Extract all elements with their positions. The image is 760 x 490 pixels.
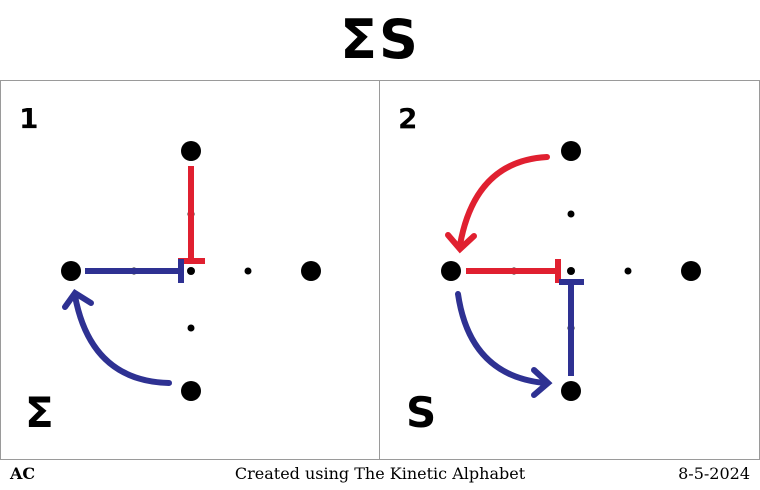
grid-dot-small-bottom — [187, 324, 195, 332]
panel-1: 1 Σ — [0, 80, 381, 460]
grid-dot-bottom — [181, 381, 201, 401]
panel-2-diagram — [441, 141, 701, 401]
panel-1-diagram — [61, 141, 321, 401]
grid-dot-small-right — [624, 267, 632, 275]
grid-dot-center — [187, 267, 195, 275]
page-title: ΣS — [340, 8, 420, 71]
grid-dot-right — [681, 261, 701, 281]
grid-dot-top — [181, 141, 201, 161]
blue-stop-stroke — [85, 259, 184, 283]
red-stop-stroke — [466, 259, 561, 283]
grid-dot-center — [567, 267, 575, 275]
grid-dot-right — [301, 261, 321, 281]
blue-stop-stroke — [559, 279, 584, 376]
red-curved-arrow — [445, 154, 550, 254]
red-stop-stroke — [178, 166, 205, 264]
grid-dot-left — [61, 261, 81, 281]
footer-credit: Created using The Kinetic Alphabet — [234, 464, 526, 483]
grid-dot-bottom — [561, 381, 581, 401]
footer-author: AC — [10, 464, 36, 483]
panel-2-letter: S — [406, 388, 437, 437]
grid-dot-small-right — [244, 267, 252, 275]
grid-dot-small-top — [567, 210, 575, 218]
footer-date: 8-5-2024 — [678, 464, 750, 483]
panel-2-number: 2 — [398, 102, 418, 135]
panel-1-letter: Σ — [25, 388, 54, 437]
grid-dot-left — [441, 261, 461, 281]
panel-1-number: 1 — [19, 102, 39, 135]
blue-curved-arrow — [455, 291, 553, 398]
blue-curved-arrow — [62, 288, 172, 386]
panel-2: 2 S — [379, 80, 760, 460]
grid-dot-top — [561, 141, 581, 161]
